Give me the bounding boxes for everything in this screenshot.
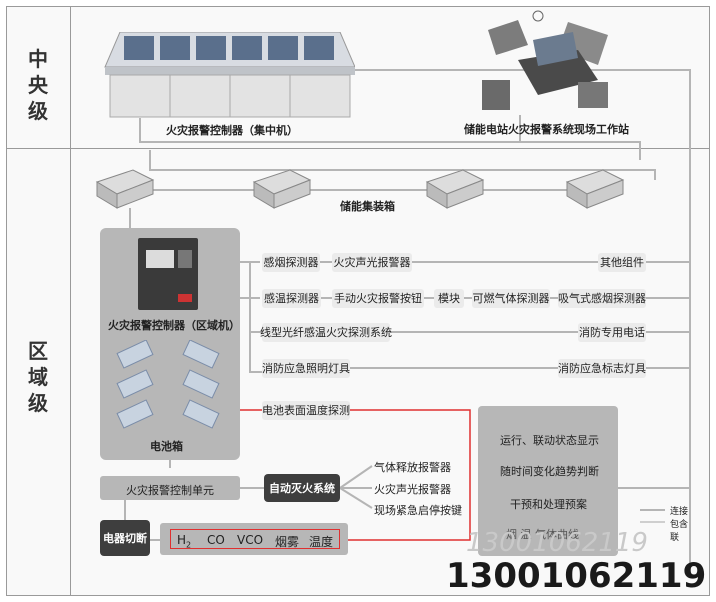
regional-controller-label: 火灾报警控制器（区域机）: [108, 319, 240, 332]
sensor-vco: VCO: [237, 533, 264, 547]
smoke-detector[interactable]: 感烟探测器: [262, 253, 320, 272]
panel-item-trend: 随时间变化趋势判断: [500, 465, 599, 478]
emergency-sign-lights[interactable]: 消防应急标志灯具: [558, 359, 646, 378]
control-unit-label: 火灾报警控制单元: [126, 484, 214, 497]
level-regional-label: 区域级: [28, 339, 48, 415]
panel-item-status: 运行、联动状态显示: [500, 434, 599, 447]
sensor-smoke: 烟雾: [275, 535, 300, 549]
legend-link: 联: [670, 533, 680, 543]
aspirating-detector[interactable]: 吸气式感烟探测器: [558, 289, 646, 308]
watermark-faint: 13001062119: [466, 528, 648, 558]
other-components[interactable]: 其他组件: [598, 253, 646, 272]
module[interactable]: 模块: [434, 289, 464, 308]
workstation-label: 储能电站火灾报警系统现场工作站: [464, 123, 629, 136]
sensor-strip-bg: [160, 523, 348, 555]
sound-light-alarm[interactable]: 火灾声光报警器: [332, 253, 412, 272]
auto-extinguish-system[interactable]: 自动灭火系统: [264, 474, 340, 502]
fire-phone[interactable]: 消防专用电话: [578, 323, 646, 342]
regional-controller-device[interactable]: [138, 238, 198, 310]
sensor-co: CO: [207, 533, 225, 547]
heat-detector[interactable]: 感温探测器: [262, 289, 321, 308]
level-central-label: 中央级: [28, 47, 48, 123]
container-2: [252, 169, 312, 209]
central-controller-console[interactable]: [100, 31, 356, 122]
legend-connect: 连接: [670, 507, 689, 517]
sensor-temp: 温度: [309, 535, 334, 549]
monitoring-panel: [478, 406, 618, 556]
sensor-h2: H2: [177, 533, 192, 550]
emergency-stop-button: 现场紧急启停按键: [374, 504, 462, 517]
gas-detector[interactable]: 可燃气体探测器: [472, 289, 550, 308]
containers-label: 储能集装箱: [340, 200, 395, 213]
workstation-illustration[interactable]: [478, 10, 618, 118]
console-illustration: [104, 31, 356, 118]
gas-release-alarm: 气体释放报警器: [374, 461, 451, 474]
battery-box-label: 电池箱: [150, 440, 183, 453]
legend-contain: 包含: [670, 520, 689, 530]
emergency-lighting[interactable]: 消防应急照明灯具: [262, 359, 350, 378]
level-divider-vertical: [70, 6, 71, 596]
power-cutoff[interactable]: 电器切断: [100, 520, 150, 556]
battery-surface-temp[interactable]: 电池表面温度探测: [262, 401, 350, 420]
panel-item-plan: 干预和处理预案: [510, 498, 587, 511]
level-divider-horizontal: [6, 148, 710, 149]
watermark-bold: 13001062119: [446, 556, 707, 596]
linear-fiber-system[interactable]: 线型光纤感温火灾探测系统: [260, 323, 392, 342]
panel-item-curve: 烟 温 气体曲线: [506, 528, 579, 541]
battery-boxes: [116, 340, 220, 429]
sensor-strip: H2 CO VCO 烟雾 温度: [170, 529, 340, 549]
container-3: [425, 169, 485, 209]
control-unit-bg: [100, 476, 240, 500]
manual-alarm-button[interactable]: 手动火灾报警按钮: [332, 289, 424, 308]
central-controller-label: 火灾报警控制器（集中机）: [166, 124, 298, 137]
sound-light-alarm-2: 火灾声光报警器: [374, 483, 451, 496]
container-4: [565, 169, 625, 209]
container-1: [95, 169, 155, 209]
